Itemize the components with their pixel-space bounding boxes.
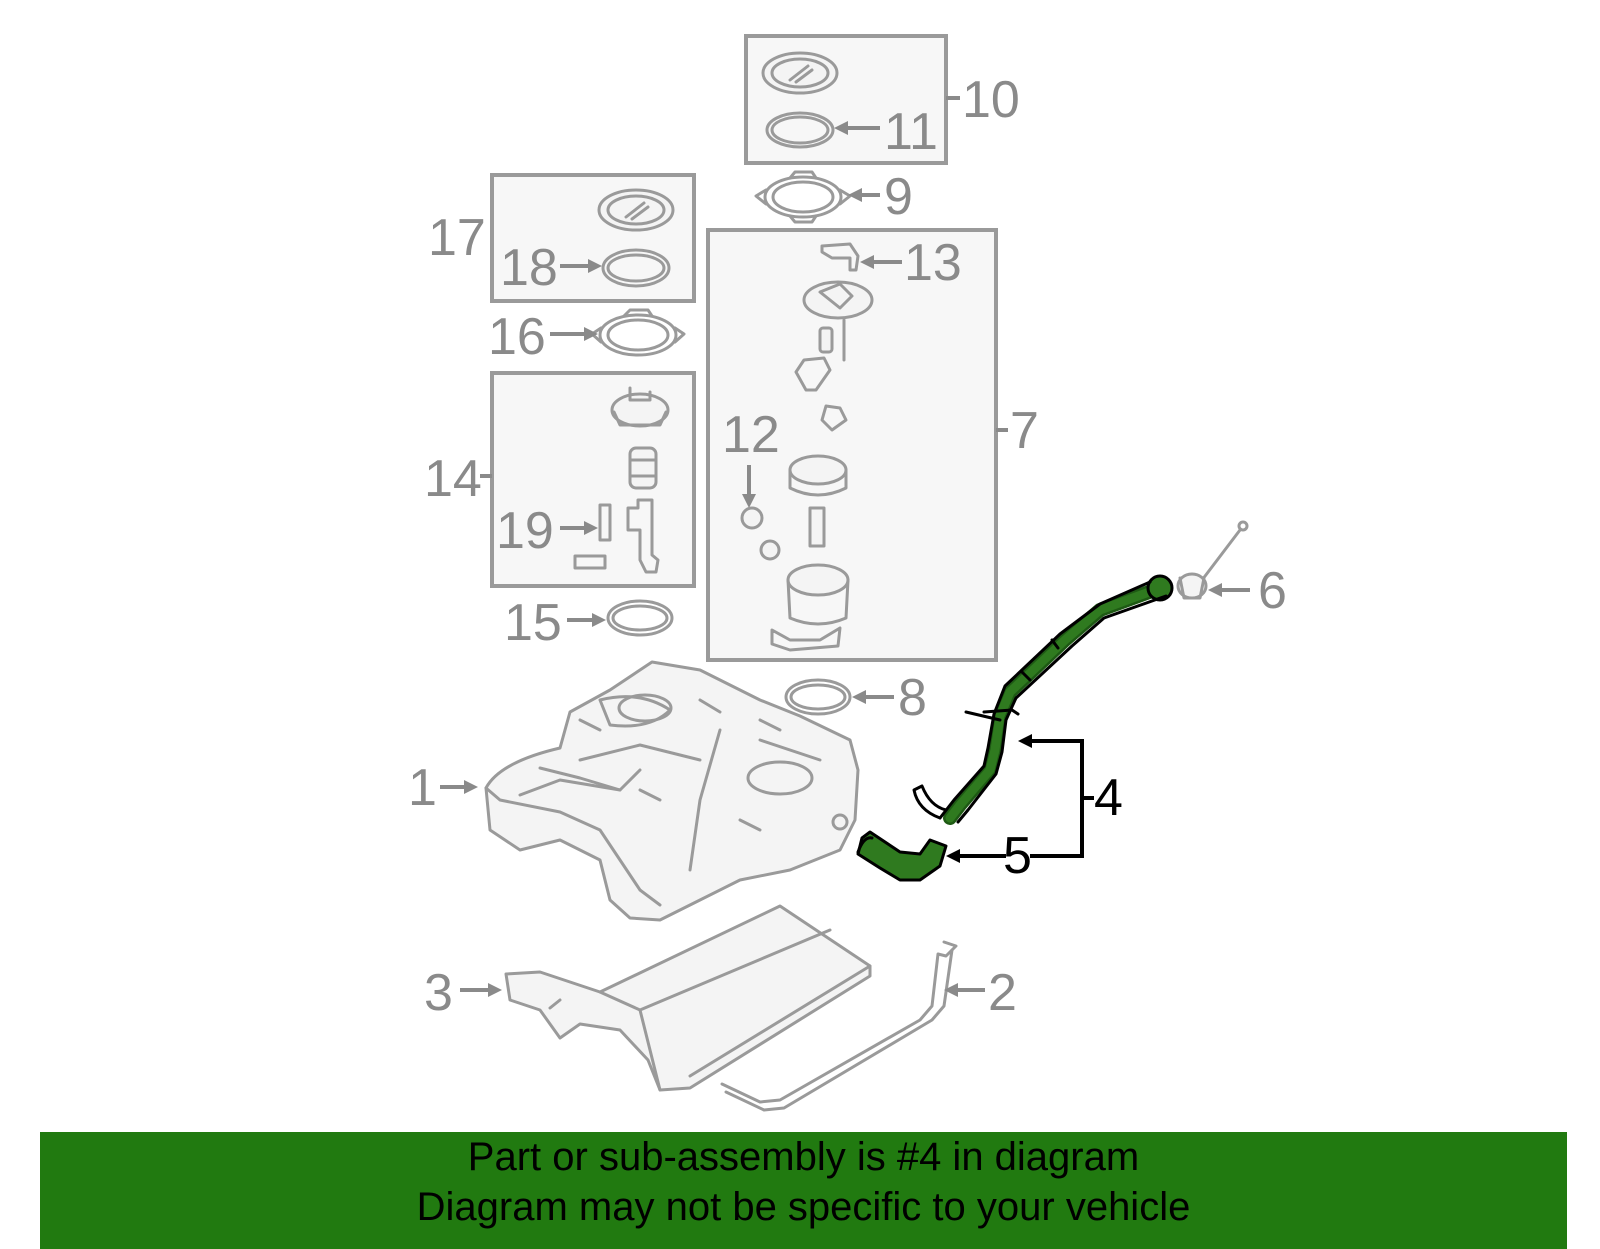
bracket-4-5 — [946, 734, 1094, 863]
callout-7: 7 — [1010, 402, 1039, 460]
part-8-seal — [784, 678, 894, 716]
arrow-11 — [834, 121, 880, 135]
callout-8: 8 — [898, 669, 927, 727]
banner-line-1: Part or sub-assembly is #4 in diagram — [467, 1135, 1140, 1179]
callout-17: 17 — [428, 209, 486, 267]
part-14-box — [480, 371, 696, 588]
part-7-box — [706, 228, 1008, 662]
part-2-strap — [720, 940, 985, 1112]
part-9-lock-ring — [754, 170, 880, 224]
callout-5: 5 — [1003, 827, 1032, 885]
callout-19: 19 — [496, 502, 554, 560]
part-17-box — [490, 173, 696, 303]
part-16-lock-ring — [550, 308, 686, 357]
callout-16: 16 — [488, 308, 546, 366]
callout-6: 6 — [1258, 562, 1287, 620]
callout-14: 14 — [424, 450, 482, 508]
info-banner: Part or sub-assembly is #4 in diagram Di… — [40, 1132, 1567, 1249]
callout-10: 10 — [962, 71, 1020, 129]
part-5-hose — [856, 830, 948, 882]
part-6-fuel-cap — [1176, 520, 1250, 600]
part-1-fuel-tank — [440, 660, 860, 922]
callout-4: 4 — [1094, 769, 1123, 827]
part-3-heat-shield — [460, 904, 872, 1092]
callout-13: 13 — [904, 234, 962, 292]
callout-9: 9 — [884, 168, 913, 226]
callout-12: 12 — [722, 406, 780, 464]
callout-1: 1 — [408, 759, 437, 817]
callout-15: 15 — [504, 594, 562, 652]
part-10-box — [744, 34, 960, 165]
callout-2: 2 — [988, 964, 1017, 1022]
part-4-filler-pipe — [912, 574, 1174, 825]
callout-18: 18 — [500, 239, 558, 297]
part-15-seal — [567, 599, 674, 637]
callout-3: 3 — [424, 964, 453, 1022]
banner-line-2: Diagram may not be specific to your vehi… — [416, 1185, 1191, 1229]
callout-11: 11 — [884, 103, 938, 161]
